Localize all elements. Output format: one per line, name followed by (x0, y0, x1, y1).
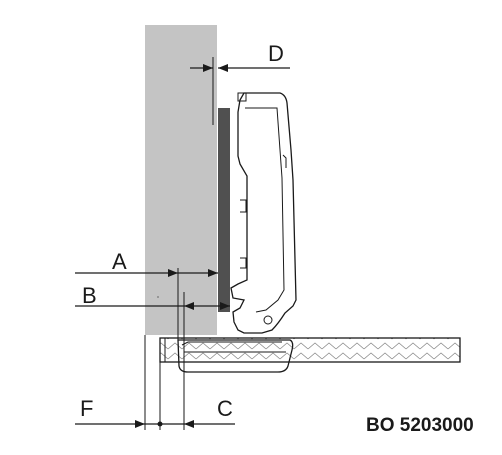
hinge-arm-detail-3 (282, 154, 287, 168)
dim-f-label: F (80, 396, 93, 421)
hinge-cup (177, 339, 294, 373)
dim-a-arrow-right (208, 269, 218, 277)
panel-speck (157, 296, 159, 298)
dim-d-arrow-right (218, 64, 228, 72)
dim-a-arrow-left (168, 269, 178, 277)
dim-b-label: B (82, 283, 97, 308)
dim-b-arrow-left (184, 302, 194, 310)
hinge-arm-detail (240, 199, 247, 213)
door-panel (159, 337, 461, 363)
hinge-arm-inner-edge (245, 107, 285, 313)
cabinet-side-panel (145, 25, 217, 335)
mounting-plate (218, 108, 230, 312)
dim-fc-dot (157, 421, 163, 427)
dim-d-arrow-left (203, 64, 213, 72)
dim-d-label: D (268, 41, 284, 66)
dim-f-arrow (135, 420, 145, 428)
dim-a-label: A (112, 249, 127, 274)
dim-b-arrow-right (220, 302, 230, 310)
hinge-arm-detail-2 (240, 257, 247, 269)
hinge-arm-top-clip (237, 92, 247, 102)
product-code: BO 5203000 (366, 415, 474, 436)
dim-c-label: C (217, 396, 233, 421)
dim-c-arrow (184, 420, 194, 428)
hinge-arm (230, 92, 297, 334)
hinge-pivot (263, 315, 273, 325)
